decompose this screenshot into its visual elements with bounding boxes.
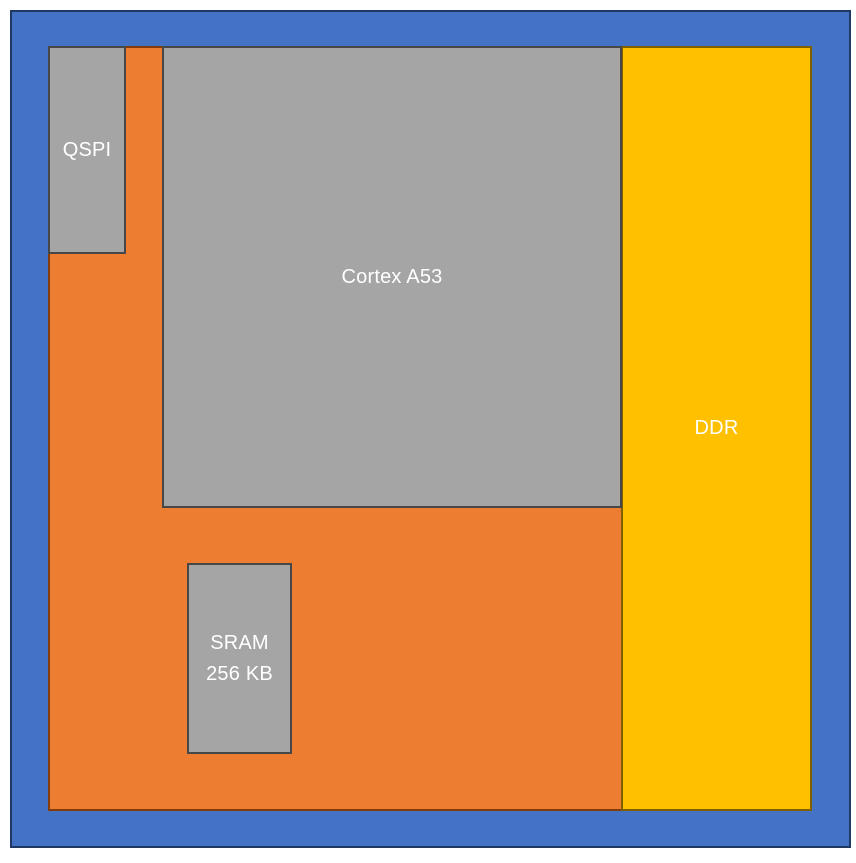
- ddr-label: DDR: [694, 417, 739, 439]
- sram-label-line2: 256 KB: [206, 662, 273, 685]
- cortex-a53-label: Cortex A53: [341, 265, 443, 288]
- qspi-block: QSPI: [48, 46, 126, 254]
- cortex-a53-block: Cortex A53: [162, 46, 622, 508]
- qspi-label: QSPI: [62, 138, 112, 161]
- ddr-block: DDR: [621, 46, 812, 811]
- sram-block: SRAM 256 KB: [187, 563, 292, 754]
- sram-label: SRAM 256 KB: [206, 628, 273, 690]
- sram-label-line1: SRAM: [210, 631, 269, 654]
